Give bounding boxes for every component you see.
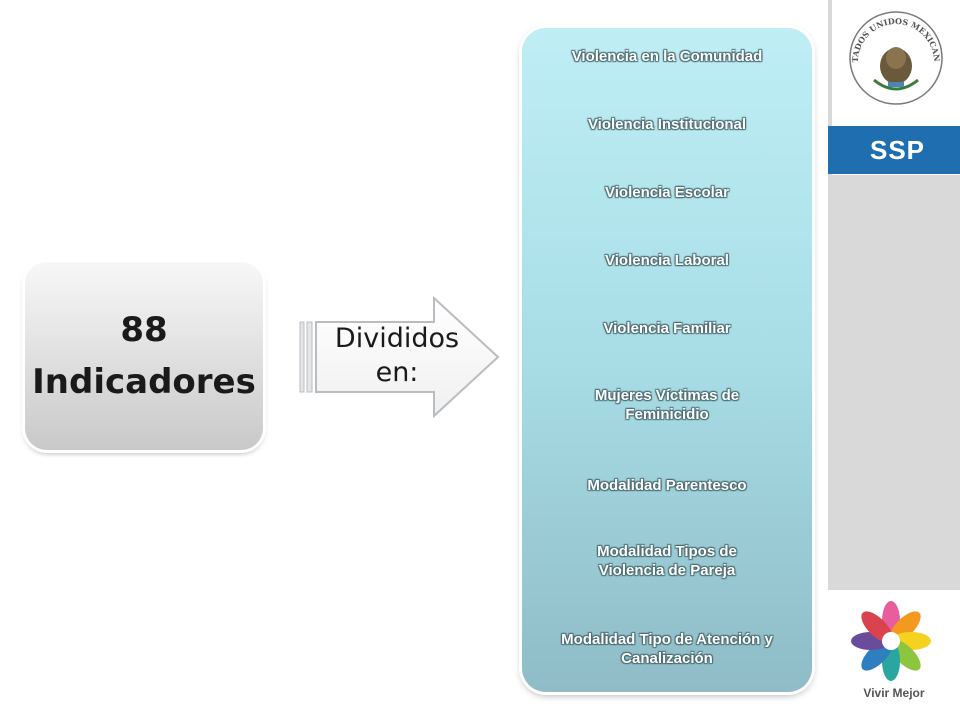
category-item: Violencia Escolar: [605, 184, 729, 201]
slogan-text: Vivir Mejor: [863, 686, 925, 700]
vivir-mejor-logo-icon: [851, 601, 931, 681]
category-item: Mujeres Víctimas de Feminicidio: [594, 387, 740, 423]
category-item: Violencia en la Comunidad: [571, 48, 763, 65]
agency-bar: SSP: [828, 126, 960, 174]
indicator-box: 88 Indicadores: [25, 262, 263, 450]
categories-panel: Violencia en la Comunidad Violencia Inst…: [522, 28, 812, 692]
arrow-label: Divididos en:: [334, 323, 460, 388]
arrow-shape: [299, 296, 500, 418]
mexico-seal-icon: ESTADOS UNIDOS MEXICANOS: [846, 6, 943, 105]
agency-label: SSP: [870, 134, 926, 165]
category-item: Modalidad Tipo de Atención y Canalizació…: [561, 631, 773, 667]
branding-sidebar: ESTADOS UNIDOS MEXICANOS SSP Vivir Mejor: [828, 0, 960, 720]
category-item: Violencia Laboral: [605, 252, 729, 269]
indicator-count-text: 88 Indicadores: [32, 310, 256, 402]
category-item: Violencia Familiar: [603, 320, 731, 337]
category-item: Modalidad Tipos de Violencia de Pareja: [597, 543, 737, 579]
category-item: Violencia Institucional: [587, 116, 747, 133]
category-item: Modalidad Parentesco: [587, 477, 747, 494]
